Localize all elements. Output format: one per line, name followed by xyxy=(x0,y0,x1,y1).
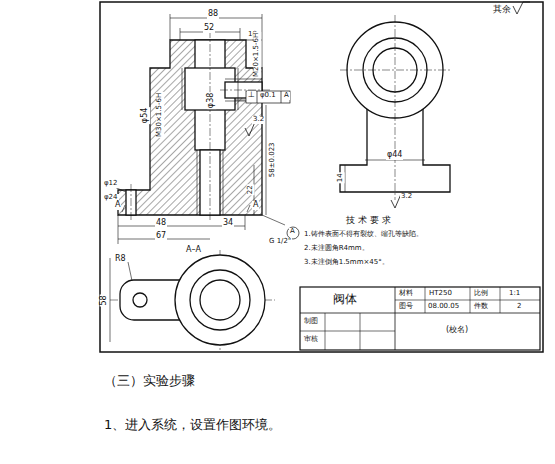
part-name: 阀体 xyxy=(332,293,358,306)
step-heading: （三）实验步骤 xyxy=(103,374,196,388)
dimension: 34 xyxy=(222,219,234,228)
thread-callout: M30×1.5-6H xyxy=(156,92,164,138)
title-cell: 比例 xyxy=(473,290,489,298)
title-cell: 1:1 xyxy=(508,290,521,298)
datum-ref: A xyxy=(283,92,290,100)
school-name: (校名) xyxy=(445,326,469,335)
section-mark: A xyxy=(114,201,121,210)
section-body xyxy=(118,40,262,215)
requirements-title: 技 术 要 求 xyxy=(345,216,392,226)
title-cell: 08.00.05 xyxy=(427,303,460,311)
dimension: 48 xyxy=(155,219,167,228)
tolerance-symbol: ⊥ xyxy=(247,91,256,100)
dimension: 88 xyxy=(207,10,219,19)
title-cell: HT250 xyxy=(428,290,453,298)
dimension: 22 xyxy=(246,185,254,196)
section-title: A–A xyxy=(185,246,202,255)
diameter-dim: φ12 xyxy=(103,180,119,188)
title-cell: 审核 xyxy=(303,336,319,344)
dimension: 67 xyxy=(155,232,167,241)
title-cell: 2 xyxy=(516,303,522,311)
step-text: 1、进入系统，设置作图环境。 xyxy=(103,418,282,432)
section-mark: A xyxy=(252,201,259,210)
radius-dim: R8 xyxy=(114,255,127,264)
roughness-note: 其余 xyxy=(492,5,512,15)
diameter-dim: φ44 xyxy=(386,151,403,160)
requirement-note: 2.未注圆角R4mm。 xyxy=(303,245,370,253)
title-cell: 图号 xyxy=(398,303,414,311)
drawing-frame xyxy=(100,2,543,352)
roughness-value: 3.2 xyxy=(252,116,265,124)
title-cell: 材料 xyxy=(398,290,414,298)
thread-callout: M20×1.5-6H xyxy=(253,32,261,78)
requirement-note: 3.未注倒角1.5mm×45°。 xyxy=(303,259,390,267)
diameter-dim: φ38 xyxy=(208,91,217,108)
title-cell: 制图 xyxy=(303,318,319,326)
requirement-note: 1.铸件表面不得有裂纹、缩孔等缺陷。 xyxy=(303,231,424,239)
dimension: 14 xyxy=(336,173,344,184)
dimension: 52 xyxy=(203,24,215,33)
title-cell: 件数 xyxy=(473,303,489,311)
roughness-value: 3.2 xyxy=(400,193,413,201)
toleranced-dim: 58±0.023 xyxy=(268,142,276,179)
dimension: 58 xyxy=(100,294,109,306)
diameter-dim: φ54 xyxy=(142,106,151,123)
datum-label: A xyxy=(289,228,296,236)
tolerance-value: φ0.1 xyxy=(259,92,277,100)
pipe-thread-callout: G 1/2" xyxy=(268,238,292,246)
